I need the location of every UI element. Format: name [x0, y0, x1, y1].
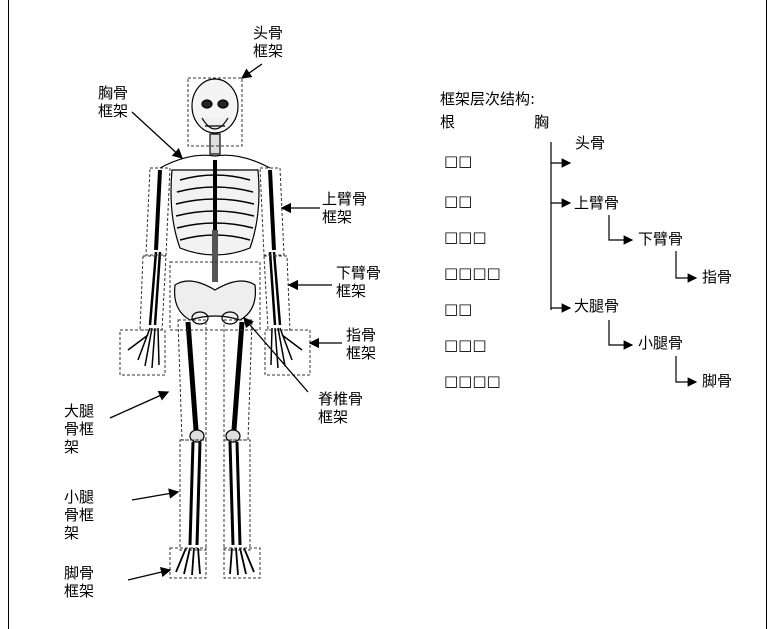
- arrow-foot: [128, 570, 170, 580]
- neck: [210, 134, 220, 154]
- tree-node-foot: 脚骨: [702, 372, 732, 390]
- label-upper-arm-frame: 上臂骨 框架: [322, 190, 367, 226]
- arrow-chest: [132, 112, 182, 158]
- shin-right: [230, 442, 240, 545]
- skull-eye-right: [218, 100, 228, 108]
- label-foot-frame: 脚骨 框架: [64, 564, 94, 600]
- label-lower-arm-frame: 下臂骨 框架: [336, 264, 381, 300]
- hierarchy-chest-label: 胸: [534, 113, 549, 131]
- upper-arm-right: [270, 170, 274, 250]
- tree-node-finger: 指骨: [702, 268, 732, 286]
- tree-node-lower-arm: 下臂骨: [638, 230, 683, 248]
- label-shin-frame: 小腿 骨框 架: [64, 488, 94, 542]
- tree-edge-shin: [609, 320, 632, 345]
- hand-right: [271, 328, 302, 368]
- arrow-spine: [244, 318, 308, 392]
- femur-right: [234, 322, 242, 430]
- tree-edge-foot: [676, 356, 696, 382]
- tree-node-head: 头骨: [575, 134, 605, 152]
- placeholder-row: □□□□: [444, 372, 501, 390]
- pointer-arrows: [110, 64, 342, 580]
- tree-node-thigh: 大腿骨: [574, 297, 619, 315]
- hand-left: [128, 328, 159, 368]
- placeholder-row: □□: [444, 300, 472, 318]
- finger-frame-box: [120, 330, 310, 375]
- lower-arm-right: [270, 252, 280, 325]
- arrow-thigh: [110, 392, 168, 418]
- shin-left: [190, 442, 200, 545]
- arrow-head: [242, 64, 262, 78]
- label-head-frame: 头骨 框架: [253, 24, 283, 60]
- placeholder-row: □□: [444, 152, 472, 170]
- upper-arm-left: [156, 170, 160, 250]
- femur-left: [188, 322, 196, 430]
- placeholder-row: □□□□: [444, 264, 501, 282]
- label-spine-frame: 脊椎骨 框架: [318, 390, 363, 426]
- lower-arm-left: [150, 252, 160, 325]
- pelvis: [175, 281, 256, 320]
- foot-left: [176, 548, 200, 575]
- hierarchy-root-label: 根: [440, 113, 455, 131]
- tree-edge-finger: [676, 251, 696, 278]
- label-chest-frame: 胸骨 框架: [98, 84, 128, 120]
- tree-edge-lower-arm: [609, 215, 632, 240]
- foot-right: [230, 548, 254, 575]
- tree-node-upper-arm: 上臂骨: [574, 194, 619, 212]
- placeholder-row: □□: [444, 192, 472, 210]
- tree-node-shin: 小腿骨: [638, 334, 683, 352]
- placeholder-row: □□□: [444, 336, 487, 354]
- label-thigh-frame: 大腿 骨框 架: [64, 402, 94, 456]
- placeholder-row: □□□: [444, 228, 487, 246]
- label-finger-frame: 指骨 框架: [346, 326, 376, 362]
- skull-eye-left: [202, 100, 212, 108]
- arrow-shin: [132, 492, 178, 500]
- hierarchy-title: 框架层次结构:: [440, 90, 535, 108]
